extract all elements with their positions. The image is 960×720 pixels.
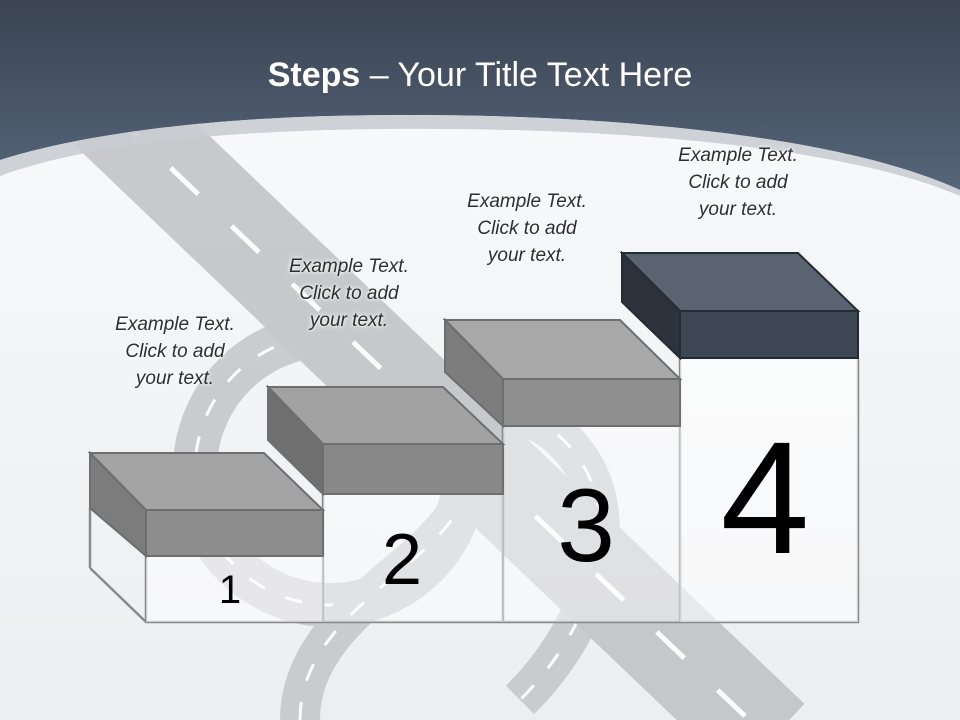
step-2-callout[interactable]: Example Text. Click to add your text. (259, 253, 439, 334)
title-bold: Steps (267, 56, 361, 94)
step-3-callout[interactable]: Example Text. Click to add your text. (437, 188, 617, 269)
step-4-callout[interactable]: Example Text. Click to add your text. (648, 142, 828, 223)
callout-line: Click to add (125, 341, 225, 362)
step-block-3 (442, 317, 683, 429)
callout-line: your text. (309, 310, 389, 331)
step-block-2 (265, 384, 506, 497)
step-number-2: 2 (381, 520, 423, 600)
step-number-3: 3 (557, 468, 615, 584)
callout-line: your text. (487, 245, 567, 266)
callout-line: Click to add (299, 283, 399, 304)
slide-title[interactable]: Steps – Your Title Text Here (0, 52, 960, 98)
callout-line: Click to add (688, 172, 788, 193)
callout-line: your text. (698, 199, 778, 220)
step-block-1 (87, 450, 326, 559)
callout-line: Example Text. (467, 191, 587, 212)
step-number-4: 4 (720, 408, 810, 587)
header-band (0, 0, 960, 190)
header-swoosh (0, 114, 960, 196)
step-block-4 (619, 250, 861, 361)
callout-line: Example Text. (115, 314, 235, 335)
callout-line: Click to add (477, 218, 577, 239)
callout-line: Example Text. (289, 256, 409, 277)
step-1-callout[interactable]: Example Text. Click to add your text. (85, 311, 265, 392)
callout-line: your text. (135, 368, 215, 389)
title-rest: – Your Title Text Here (360, 56, 693, 94)
callout-line: Example Text. (678, 145, 798, 166)
step-number-1: 1 (218, 568, 242, 612)
